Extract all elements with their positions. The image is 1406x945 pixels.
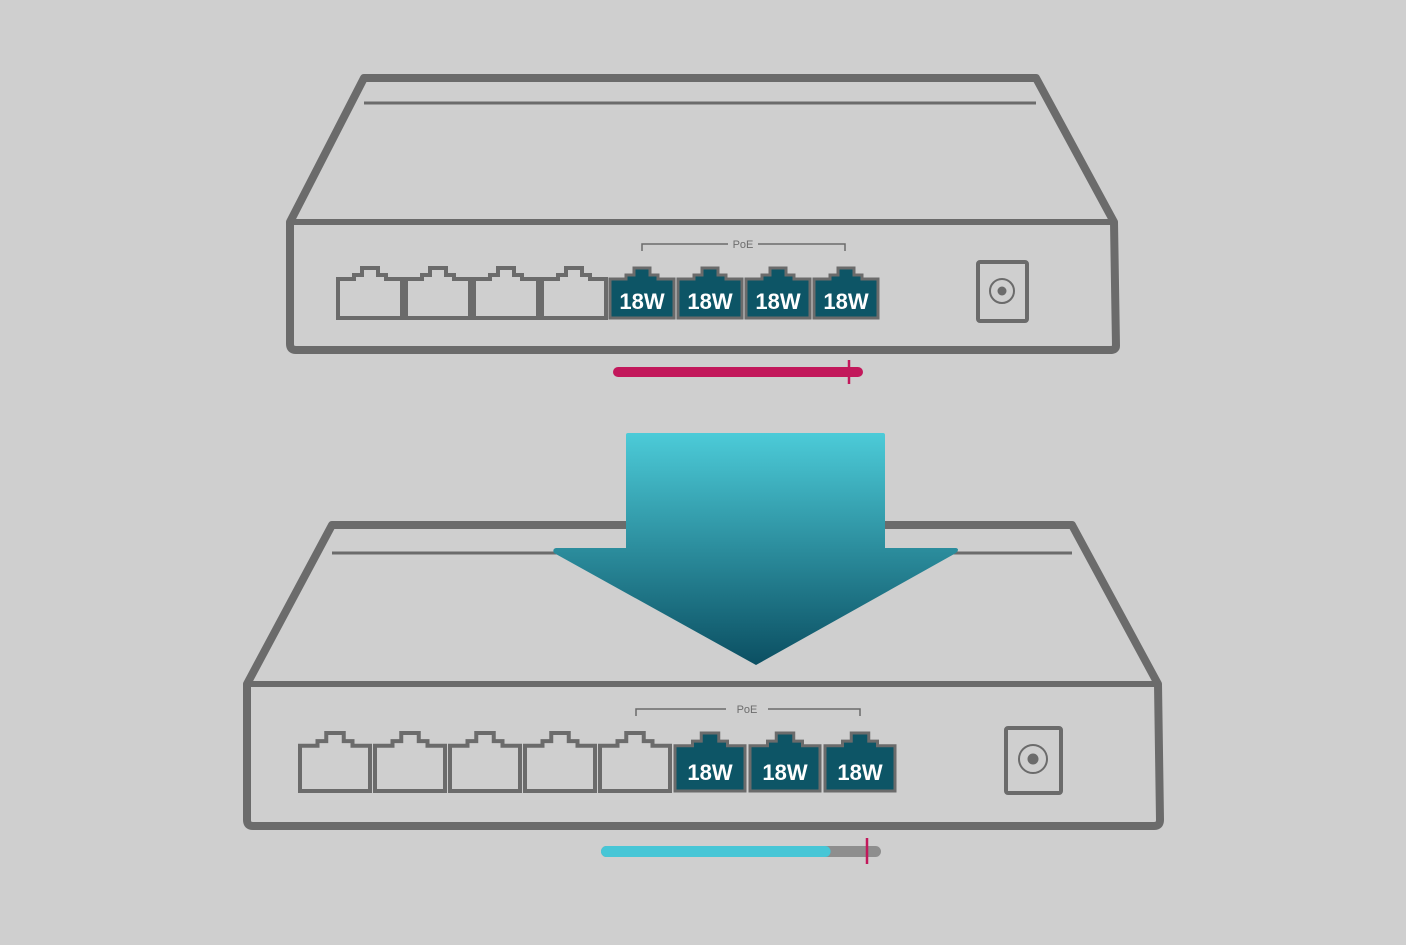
poe-port-wattage-label: 18W bbox=[837, 760, 882, 785]
poe-port-wattage-label: 18W bbox=[823, 289, 868, 314]
ethernet-port-3 bbox=[448, 731, 522, 793]
poe-port-5 bbox=[608, 266, 676, 320]
poe-port-8 bbox=[812, 266, 880, 320]
power-jack-upper bbox=[976, 260, 1029, 323]
poe-port-6 bbox=[676, 266, 744, 320]
poe-port-7 bbox=[744, 266, 812, 320]
upper-port-row: 18W 18W 18W 18W bbox=[336, 266, 880, 320]
down-arrow-icon bbox=[553, 433, 958, 665]
ethernet-port-3 bbox=[472, 266, 540, 320]
poe-label-lower: PoE bbox=[737, 704, 758, 716]
poe-label-upper: PoE bbox=[733, 239, 754, 251]
poe-port-wattage-label: 18W bbox=[687, 289, 732, 314]
switch-upper-body-outline bbox=[286, 74, 1120, 354]
ethernet-port-4 bbox=[540, 266, 608, 320]
switch-lower: PoE 18W 18W 18W bbox=[243, 521, 1164, 830]
ethernet-port-4 bbox=[523, 731, 597, 793]
poe-port-6 bbox=[673, 731, 747, 793]
poe-port-wattage-label: 18W bbox=[762, 760, 807, 785]
switch-lower-body-outline bbox=[243, 521, 1164, 830]
ethernet-port-1 bbox=[298, 731, 372, 793]
ethernet-port-5 bbox=[598, 731, 672, 793]
ethernet-port-1 bbox=[336, 266, 404, 320]
poe-bracket-upper: PoE bbox=[641, 239, 846, 251]
power-budget-bar-upper bbox=[613, 360, 863, 384]
poe-port-wattage-label: 18W bbox=[755, 289, 800, 314]
power-budget-fill-upper bbox=[613, 367, 863, 377]
poe-port-wattage-label: 18W bbox=[619, 289, 664, 314]
power-jack-lower bbox=[1004, 726, 1063, 795]
poe-port-8 bbox=[823, 731, 897, 793]
poe-bracket-lower: PoE bbox=[635, 704, 861, 716]
power-budget-bar-lower bbox=[601, 838, 881, 864]
switch-upper: PoE 18W 18W 18W 18W bbox=[286, 74, 1120, 354]
poe-port-wattage-label: 18W bbox=[687, 760, 732, 785]
ethernet-port-2 bbox=[404, 266, 472, 320]
lower-port-row: 18W 18W 18W bbox=[298, 731, 897, 793]
ethernet-port-2 bbox=[373, 731, 447, 793]
power-budget-fill-lower bbox=[601, 846, 831, 857]
poe-port-7 bbox=[748, 731, 822, 793]
